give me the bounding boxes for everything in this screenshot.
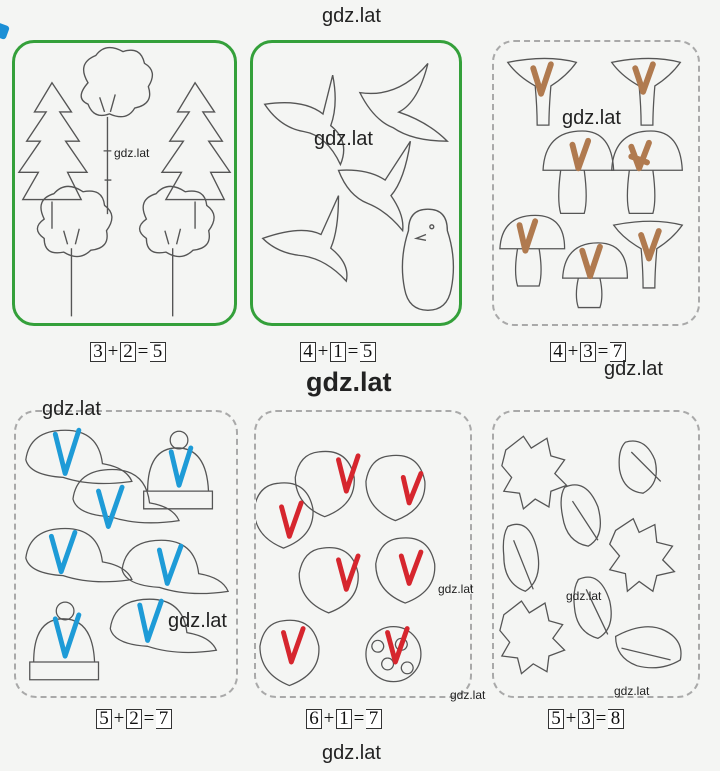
strawberries-icon	[256, 450, 436, 687]
watermark: gdz.lat	[114, 146, 150, 160]
sum: 5	[150, 341, 166, 362]
addend-2: 1	[330, 341, 346, 362]
equation-mushrooms: 4+3=7	[550, 341, 626, 363]
watermark-top: gdz.lat	[322, 5, 381, 27]
trees-icon	[17, 46, 232, 317]
sum: 8	[608, 708, 624, 729]
hats-icon	[25, 427, 230, 681]
addend-1: 4	[550, 341, 566, 362]
addend-1: 3	[90, 341, 106, 362]
addend-1: 5	[548, 708, 564, 729]
watermark: gdz.lat	[566, 589, 602, 603]
addend-2: 2	[126, 708, 142, 729]
watermark: gdz.lat	[604, 358, 663, 380]
watermark: gdz.lat	[614, 684, 650, 698]
watermark-center: gdz.lat	[306, 367, 392, 397]
addend-2: 2	[120, 341, 136, 362]
sum: 5	[360, 341, 376, 362]
addend-2: 1	[336, 708, 352, 729]
mushrooms-icon	[499, 57, 684, 309]
panel-leaves	[492, 410, 700, 698]
equation-trees: 3+2=5	[90, 341, 166, 363]
panel-trees	[12, 40, 237, 326]
addend-1: 4	[300, 341, 316, 362]
equation-leaves: 5+3=8	[548, 708, 624, 730]
addend-2: 3	[578, 708, 594, 729]
equation-birds: 4+1=5	[300, 341, 376, 363]
panel-mushrooms	[492, 40, 700, 326]
sum: 7	[156, 708, 172, 729]
birds-icon	[261, 63, 455, 311]
watermark-bottom: gdz.lat	[322, 742, 381, 764]
watermark: gdz.lat	[42, 398, 101, 420]
equation-strawberries: 6+1=7	[306, 708, 382, 730]
sum: 7	[366, 708, 382, 729]
watermark: gdz.lat	[168, 610, 227, 632]
watermark: gdz.lat	[314, 128, 373, 150]
panel-birds	[250, 40, 462, 326]
sum: 7	[610, 341, 626, 362]
equation-hats: 5+2=7	[96, 708, 172, 730]
watermark: gdz.lat	[562, 107, 621, 129]
corner-marker-icon	[0, 22, 10, 40]
watermark: gdz.lat	[450, 688, 486, 702]
panel-hats	[14, 410, 238, 698]
addend-2: 3	[580, 341, 596, 362]
addend-1: 5	[96, 708, 112, 729]
addend-1: 6	[306, 708, 322, 729]
panel-strawberries	[254, 410, 472, 698]
watermark: gdz.lat	[438, 582, 474, 596]
leaves-icon	[499, 435, 682, 675]
